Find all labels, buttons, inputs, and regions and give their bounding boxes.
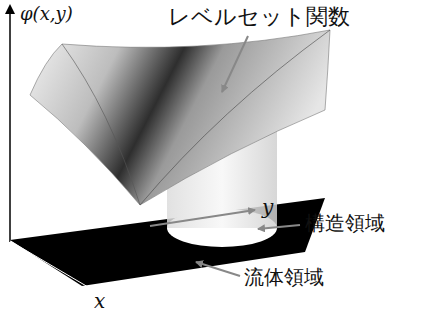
callout-label: 流体領域 [244, 266, 324, 289]
axis-label: φ(x,y) [20, 4, 73, 25]
surface-ridge [62, 44, 140, 205]
leader-line [222, 36, 248, 92]
axis-label: x [94, 290, 105, 313]
surface-ridge [140, 30, 330, 205]
axis-label: y [262, 196, 273, 219]
x-axis [10, 241, 88, 287]
phi-axis [9, 6, 11, 242]
leader-line [258, 225, 300, 229]
level-set-surface [30, 30, 330, 205]
callout-label: 構造領域 [305, 212, 385, 235]
y-axis [150, 210, 255, 226]
leader-line [196, 262, 240, 276]
callout-label: レベルセット関数 [168, 4, 350, 29]
